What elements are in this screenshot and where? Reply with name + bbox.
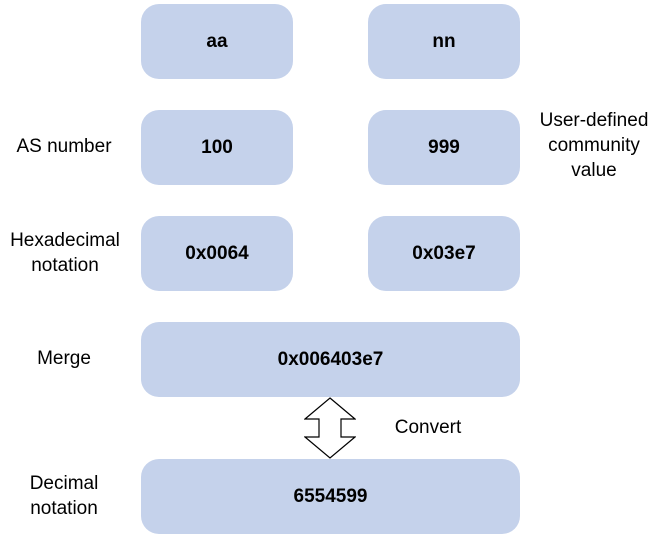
box-as-100-text: 100	[201, 136, 233, 158]
label-as-number-text: AS number	[16, 136, 112, 157]
label-convert-text: Convert	[394, 417, 462, 438]
label-hex-line1: Hexadecimal	[10, 230, 120, 251]
box-hex-0064: 0x0064	[141, 216, 293, 291]
box-as-999: 999	[368, 110, 520, 185]
box-aa: aa	[141, 4, 293, 79]
box-decimal-text: 6554599	[293, 485, 368, 507]
box-as-100: 100	[141, 110, 293, 185]
box-merge: 0x006403e7	[141, 322, 520, 397]
label-user-defined-line2: community	[548, 135, 640, 156]
label-user-defined-community-value: User-defined community value	[526, 108, 662, 183]
box-as-999-text: 999	[428, 136, 460, 158]
box-hex-03e7: 0x03e7	[368, 216, 520, 291]
box-aa-text: aa	[206, 30, 228, 52]
box-merge-text: 0x006403e7	[277, 348, 384, 370]
convert-arrow-icon	[304, 397, 356, 459]
label-merge: Merge	[5, 346, 123, 371]
convert-arrow-shape	[304, 397, 356, 459]
label-merge-text: Merge	[37, 348, 91, 369]
label-convert: Convert	[380, 415, 476, 440]
label-user-defined-line3: value	[571, 160, 617, 181]
label-hexadecimal-notation: Hexadecimal notation	[0, 228, 130, 278]
box-nn-text: nn	[432, 30, 456, 52]
box-hex-0064-text: 0x0064	[185, 242, 249, 264]
box-decimal: 6554599	[141, 459, 520, 534]
label-as-number: AS number	[5, 134, 123, 159]
box-hex-03e7-text: 0x03e7	[412, 242, 476, 264]
label-user-defined-line1: User-defined	[539, 110, 649, 131]
label-decimal-line1: Decimal	[29, 473, 99, 494]
label-decimal-notation: Decimal notation	[5, 471, 123, 521]
label-hex-line2: notation	[31, 255, 99, 276]
label-decimal-line2: notation	[30, 498, 98, 519]
box-nn: nn	[368, 4, 520, 79]
